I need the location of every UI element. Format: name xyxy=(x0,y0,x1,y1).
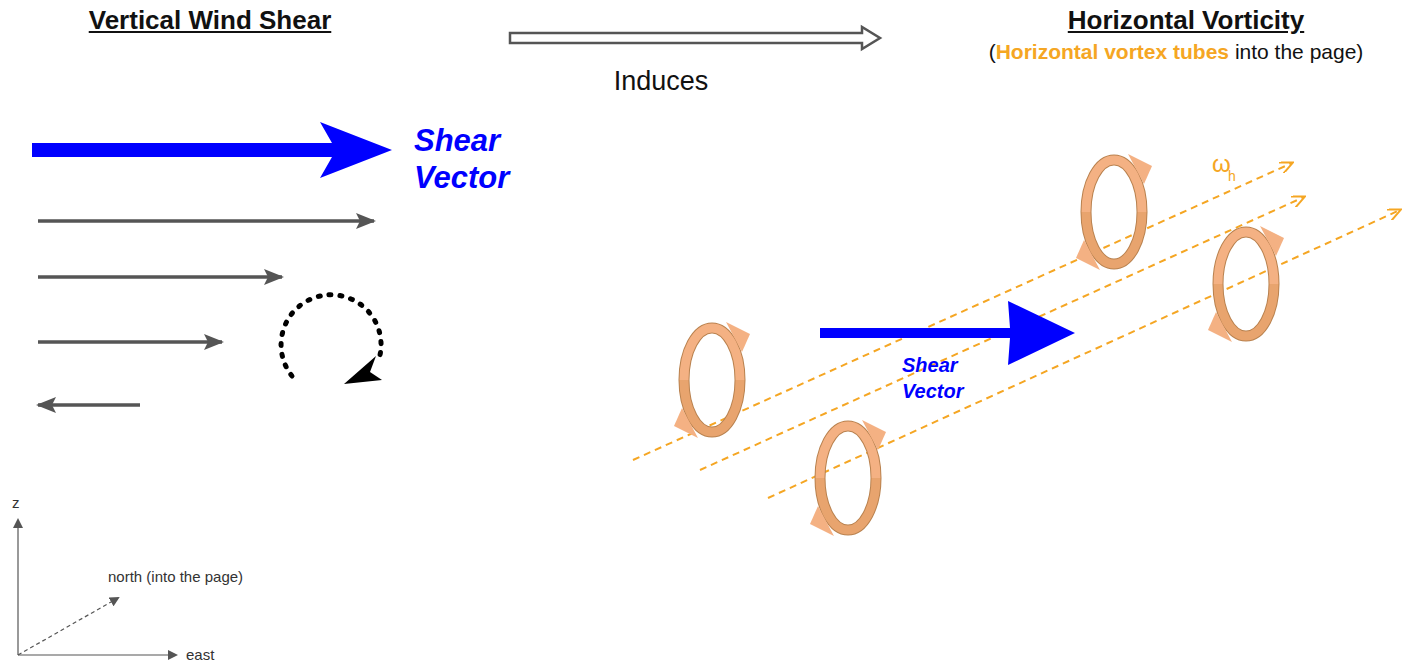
z-axis xyxy=(17,520,18,655)
axis-label: z xyxy=(12,494,20,511)
wind-arrow xyxy=(38,340,222,344)
shear-vector-arrow xyxy=(32,122,392,178)
wind-arrow xyxy=(38,403,140,407)
rotation-circle xyxy=(281,295,381,376)
wind-arrow xyxy=(38,219,374,223)
vortex-ring xyxy=(1076,154,1152,270)
subtitle-text: ( xyxy=(989,40,996,64)
subtitle: (Horizontal vortex tubesinto the page) xyxy=(989,40,1364,64)
vorticity-subscript: h xyxy=(1228,168,1236,184)
axis-label: north (into the page) xyxy=(108,568,243,585)
vortex-tube-axis xyxy=(633,163,1292,460)
induces-label: Induces xyxy=(614,66,709,97)
subtitle-text: into the page) xyxy=(1235,40,1363,64)
vorticity-symbol: ω xyxy=(1212,150,1231,178)
rotation-arrowhead xyxy=(344,356,382,384)
shear-vector-label: Shear Vector xyxy=(902,352,982,404)
highlight-text: Horizontal vortex tubes xyxy=(996,40,1229,64)
vortex-ring xyxy=(810,420,886,536)
north-axis xyxy=(18,598,118,655)
wind-arrow xyxy=(38,275,282,279)
panel-heading: Horizontal Vorticity xyxy=(1068,6,1304,36)
vortex-tube-axis xyxy=(700,197,1304,470)
vortex-ring xyxy=(674,322,750,438)
axis-label: east xyxy=(186,646,214,662)
shear-vector-label: Shear Vector xyxy=(414,122,534,196)
east-axis xyxy=(18,654,176,655)
panel-heading: Vertical Wind Shear xyxy=(89,6,332,36)
vortex-ring xyxy=(1208,226,1284,342)
induces-arrow xyxy=(510,27,880,49)
